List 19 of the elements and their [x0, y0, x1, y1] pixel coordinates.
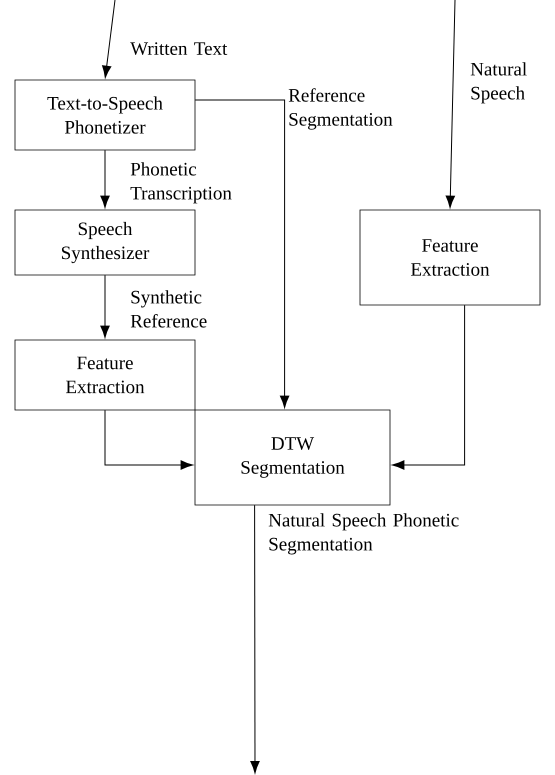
process-box: DTW Segmentation	[194, 410, 390, 506]
process-box: Text-to-Speech Phonetizer	[14, 80, 196, 150]
edge-label: Synthetic Reference	[130, 290, 207, 328]
edge-label: Written Text	[130, 42, 228, 56]
process-box: Feature Extraction	[14, 340, 196, 410]
process-box: Feature Extraction	[360, 210, 540, 306]
arrow	[100, 274, 110, 338]
arrow	[100, 150, 110, 208]
arrow	[250, 504, 260, 774]
arrow	[194, 100, 290, 408]
edge-label: Reference Segmentation	[288, 88, 392, 130]
arrow	[446, 0, 456, 208]
arrow	[392, 304, 466, 470]
edge-label: Natural Speech	[470, 62, 527, 104]
arrow	[102, 0, 116, 78]
process-box: Speech Synthesizer	[14, 210, 196, 276]
arrow	[104, 410, 193, 470]
edge-label: Natural Speech Phonetic Segmentation	[268, 513, 459, 554]
edge-label: Phonetic Transcription	[130, 162, 232, 204]
